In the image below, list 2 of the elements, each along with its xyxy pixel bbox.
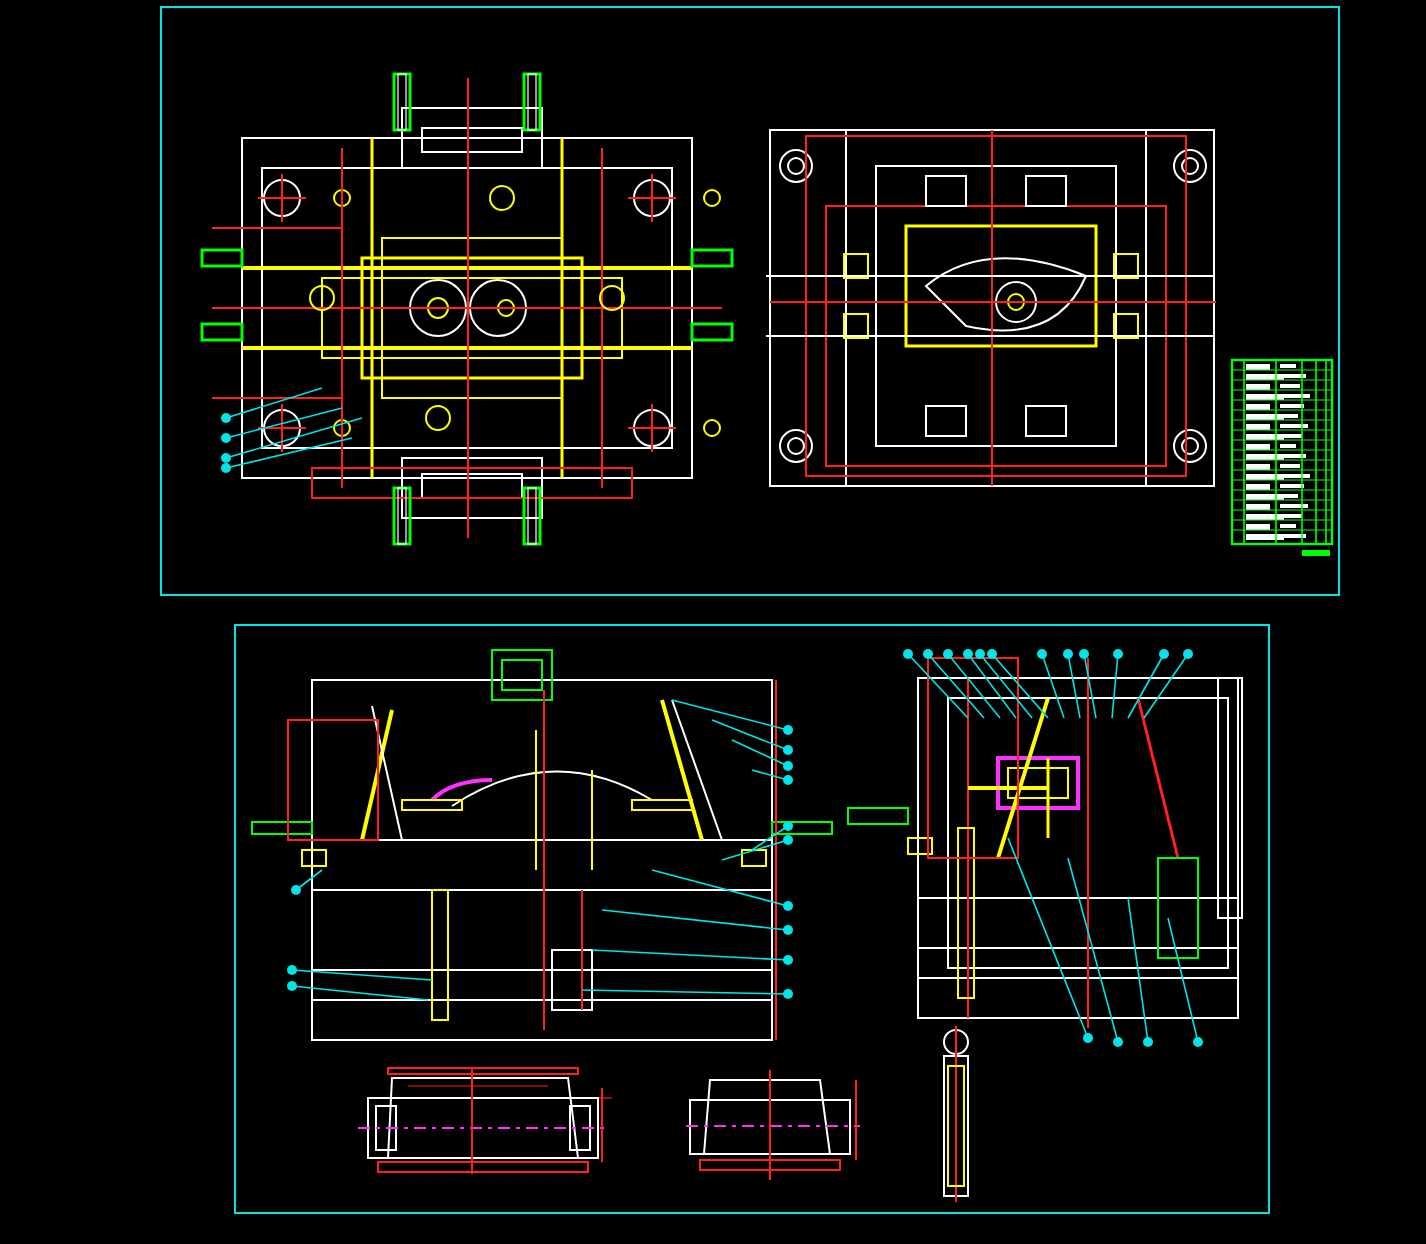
drawing-frame (160, 6, 1340, 596)
drawing-frame (234, 624, 1270, 1214)
